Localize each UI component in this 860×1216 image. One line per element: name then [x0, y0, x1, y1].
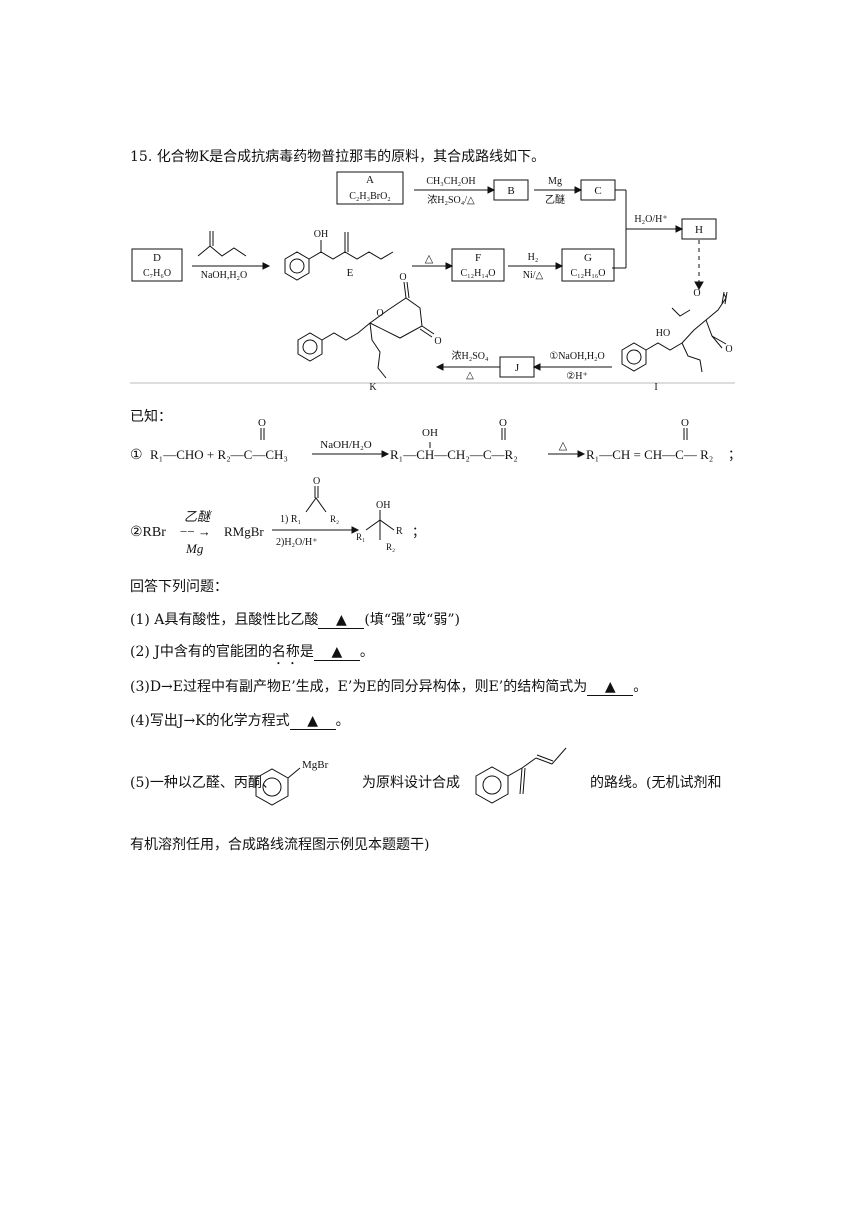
- known2-cond-bottom: Mg: [185, 541, 204, 556]
- step1-bottom: 浓H₂SO₄/△: [427, 194, 475, 206]
- J-label: J: [515, 362, 520, 374]
- E-OH: OH: [314, 229, 328, 240]
- question-number: 15.: [130, 149, 153, 165]
- known2-prod-r2: R₂: [386, 542, 395, 552]
- box-F: [451, 248, 505, 282]
- question-5-text-a: (5)一种以乙醛、丙酮、: [130, 775, 276, 791]
- known1-o3: O: [681, 417, 689, 429]
- answer-blank-4[interactable]: ▲: [289, 713, 336, 730]
- known1-num: ①: [130, 448, 143, 463]
- step-JK-bottom: △: [466, 370, 474, 381]
- phenyl-mgbr-ring: [255, 768, 289, 806]
- question-4: (4)写出J→K的化学方程式▲。: [130, 713, 350, 730]
- H-label: H: [695, 224, 703, 236]
- known-reactions: ① R₁—CHO + R₂—C—CH₃ O NaOH/H₂O R₁—CH—CH₂…: [130, 417, 741, 556]
- synthesis-scheme: A C₂H₃BrO₂ CH₃CH₂OH 浓H₂SO₄/△ B Mg 乙醚 C H…: [130, 171, 735, 393]
- known2-step2: 2)H₂O/H⁺: [276, 537, 318, 548]
- svg-text:O: O: [376, 308, 383, 319]
- known2-prod-r1: R₁: [356, 532, 365, 542]
- box-G: [561, 248, 615, 282]
- K-label: K: [369, 382, 377, 393]
- box-B: [493, 179, 529, 201]
- box-A: [336, 171, 404, 205]
- A-formula: C₂H₃BrO₂: [349, 191, 391, 202]
- G-formula: C₁₂H₁₆O: [570, 268, 605, 279]
- known2-num: ②RBr: [130, 525, 166, 540]
- box-D: [131, 248, 183, 282]
- step-JK-top: 浓H₂SO₄: [452, 350, 489, 362]
- svg-text:O: O: [693, 288, 700, 299]
- known1-mid: R₁—CH—CH₂—C—R₂: [390, 447, 518, 462]
- A-label: A: [366, 174, 374, 186]
- target-ring: [475, 766, 509, 804]
- question-2: (2) J中含有的官能团的名称是▲。: [130, 644, 374, 661]
- known1-o2: O: [499, 417, 507, 429]
- known2-reagent: RMgBr: [224, 524, 264, 539]
- step2-top: Mg: [548, 176, 562, 187]
- svg-text:O: O: [313, 476, 320, 487]
- known2-prod-r: R: [396, 526, 403, 537]
- question-5-text-b: 为原料设计合成: [362, 775, 460, 791]
- B-label: B: [507, 185, 514, 197]
- svg-text:O: O: [725, 344, 732, 355]
- known1-end: ；: [728, 447, 741, 463]
- box-H: [681, 218, 717, 240]
- question-3: (3)D→E过程中有副产物E’生成，E’为E的同分异构体，则E’的结构简式为▲。: [130, 679, 648, 696]
- svg-text:O: O: [399, 272, 406, 283]
- step-IJ-bottom: ②H⁺: [566, 371, 587, 382]
- known2-step1-r2: R₂: [330, 514, 339, 524]
- answer-blank-1[interactable]: ▲: [318, 612, 365, 629]
- step-FG-bottom: Ni/△: [523, 270, 544, 281]
- answer-heading: 回答下列问题：: [130, 579, 228, 595]
- svg-text:O: O: [434, 336, 441, 347]
- I-HO: HO: [656, 328, 670, 339]
- known1-o1: O: [258, 417, 266, 429]
- question-1: (1) A具有酸性，且酸性比乙酸▲(填“强”或“弱”): [130, 612, 460, 629]
- step-FG-top: H₂: [528, 252, 539, 263]
- answer-blank-3[interactable]: ▲: [587, 679, 634, 696]
- step-EF: △: [425, 253, 434, 265]
- D-formula: C₇H₆O: [143, 268, 171, 279]
- step2-bottom: 乙醚: [545, 193, 565, 206]
- step1-top: CH₃CH₂OH: [426, 176, 475, 187]
- known2-cond-top: 乙醚: [184, 509, 212, 524]
- C-label: C: [594, 185, 601, 197]
- E-label: E: [347, 267, 354, 279]
- q5-structures: MgBr: [255, 747, 567, 806]
- known1-heat: △: [559, 440, 568, 452]
- step3: H₂O/H⁺: [634, 214, 667, 225]
- known-heading: 已知：: [130, 409, 172, 425]
- question-title: 15. 化合物K是合成抗病毒药物普拉那韦的原料，其合成路线如下。: [130, 146, 545, 166]
- known1-oh: OH: [422, 427, 438, 439]
- step-IJ-top: ①NaOH,H₂O: [549, 351, 605, 362]
- I-label: I: [654, 382, 657, 393]
- known2-end: ；: [412, 524, 425, 540]
- q5-mgbr: MgBr: [302, 759, 329, 771]
- F-label: F: [475, 252, 481, 264]
- question-5-text-d: 有机溶剂任用，合成路线流程图示例见本题题干): [130, 837, 430, 853]
- question-5-text-c: 的路线。(无机试剂和: [590, 775, 722, 791]
- step-DE: NaOH,H₂O: [201, 270, 248, 281]
- D-label: D: [153, 252, 161, 264]
- F-formula: C₁₂H₁₄O: [460, 268, 495, 279]
- G-label: G: [584, 252, 592, 264]
- known2-arrow: −− →: [180, 524, 211, 539]
- question-intro: 化合物K是合成抗病毒药物普拉那韦的原料，其合成路线如下。: [156, 149, 546, 165]
- known2-step1: 1) R₁: [280, 514, 301, 525]
- known1-product: R₁—CH = CH—C— R₂: [586, 447, 713, 462]
- answer-blank-2[interactable]: ▲: [313, 644, 360, 661]
- known1-reactants: R₁—CHO + R₂—C—CH₃: [150, 447, 288, 462]
- known2-prod-oh: OH: [376, 500, 390, 511]
- known1-cond: NaOH/H₂O: [320, 439, 372, 451]
